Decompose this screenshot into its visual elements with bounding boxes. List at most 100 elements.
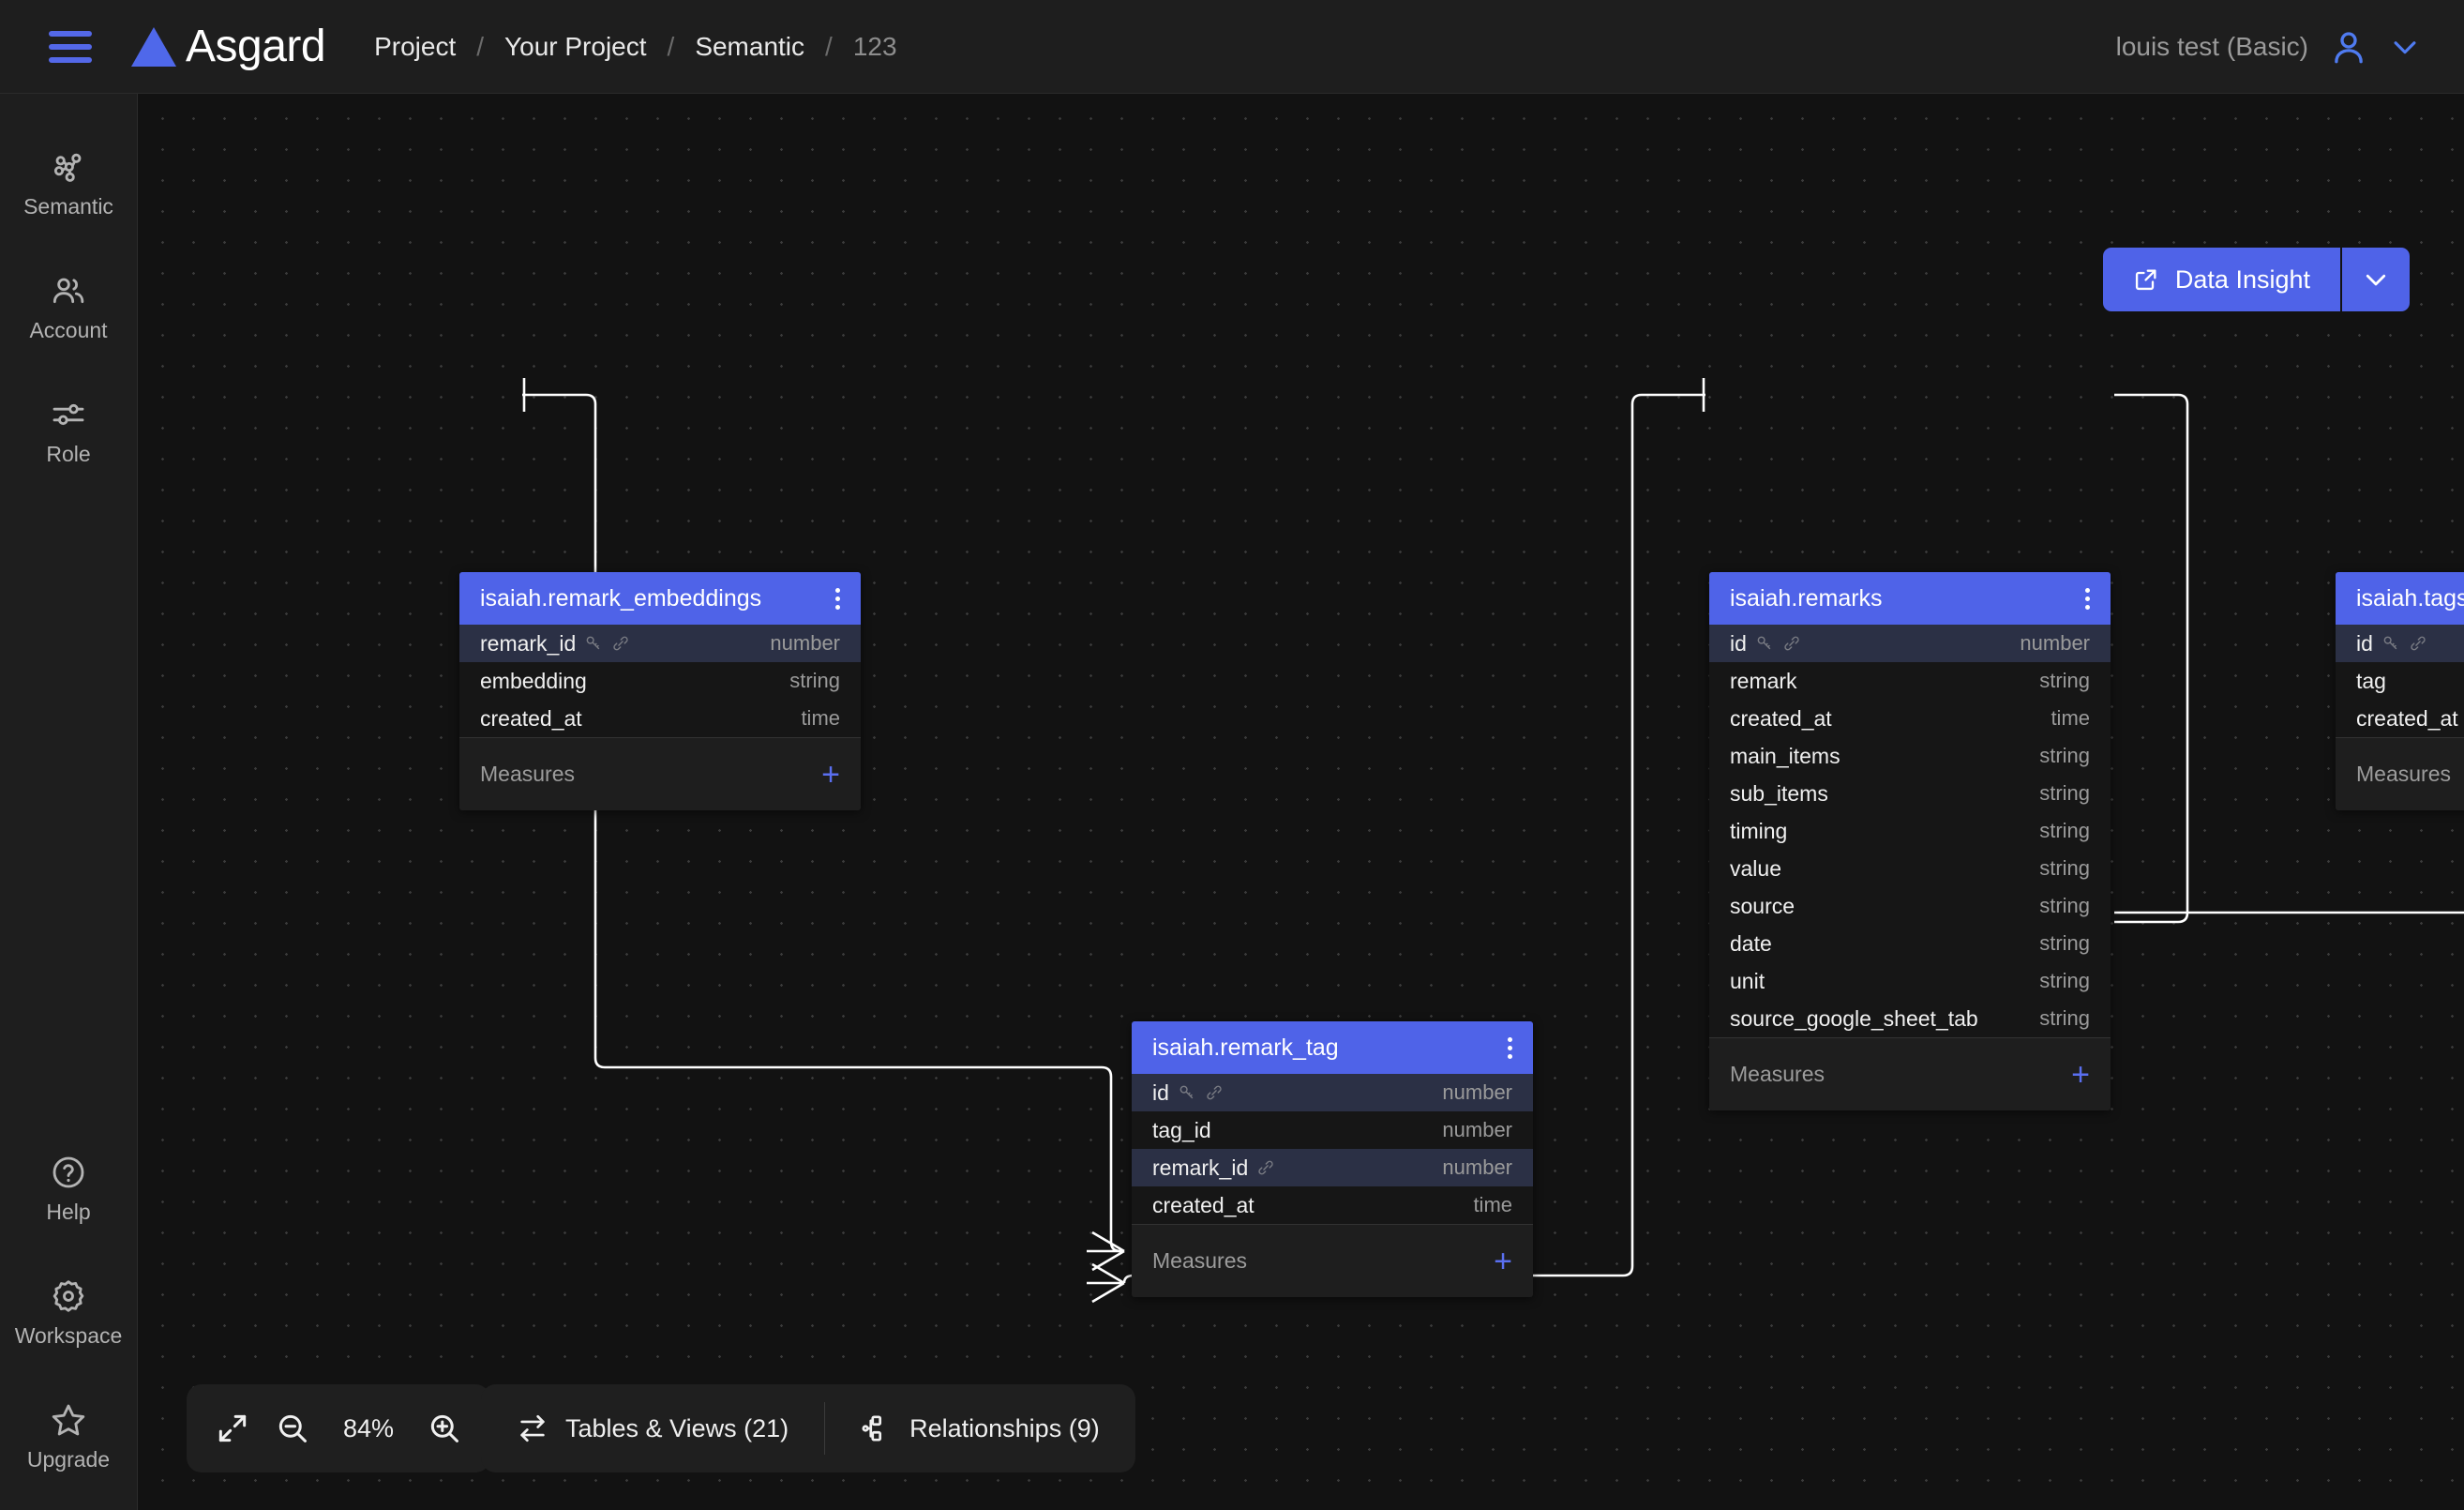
hamburger-icon[interactable] [49, 30, 92, 63]
user-menu[interactable]: louis test (Basic) [2116, 27, 2421, 67]
erd-column-row[interactable]: value string [1709, 850, 2111, 887]
erd-column-name: source_google_sheet_tab [1730, 1005, 1978, 1031]
erd-table-name: isaiah.tags [2356, 584, 2464, 612]
erd-column-row[interactable]: id number [1709, 625, 2111, 662]
erd-column-row[interactable]: source_google_sheet_tab string [1709, 1000, 2111, 1037]
erd-column-row[interactable]: remark_id number [459, 625, 861, 662]
zoom-out-icon[interactable] [275, 1411, 310, 1446]
sidebar-item-label: Help [46, 1200, 91, 1224]
star-icon [52, 1404, 85, 1436]
breadcrumb-item-your-project[interactable]: Your Project [504, 31, 647, 61]
erd-column-row[interactable]: embedding string [459, 662, 861, 700]
erd-table-header[interactable]: isaiah.remark_tag [1132, 1021, 1533, 1074]
sidebar-item-semantic[interactable]: Semantic [0, 133, 138, 229]
erd-column-name-wrap: created_at [2356, 706, 2458, 732]
erd-column-type: number [770, 631, 840, 655]
data-insight-button-group[interactable]: Data Insight [2102, 248, 2410, 311]
erd-column-type: string [2039, 894, 2090, 917]
erd-column-name: remark_id [1152, 1155, 1249, 1180]
erd-table-name: isaiah.remark_tag [1152, 1034, 1339, 1061]
tables-and-views-button[interactable]: Tables & Views (21) [481, 1384, 824, 1472]
erd-column-name: embedding [480, 668, 587, 693]
kebab-menu-icon[interactable] [2074, 587, 2090, 610]
sidebar-item-help[interactable]: Help [0, 1139, 138, 1234]
erd-column-type: string [2039, 856, 2090, 880]
fit-screen-icon[interactable] [215, 1411, 250, 1446]
erd-column-name-wrap: created_at [1152, 1193, 1255, 1218]
stats-toolbar[interactable]: Tables & Views (21) Relationships (9) [481, 1384, 1135, 1472]
app-header: Asgard Project / Your Project / Semantic… [0, 0, 2464, 94]
user-name: louis test (Basic) [2115, 31, 2308, 61]
erd-column-name: tag_id [1152, 1117, 1211, 1142]
erd-column-row[interactable]: created_at time [1132, 1186, 1533, 1224]
erd-column-name-wrap: created_at [1730, 706, 1832, 732]
kebab-menu-icon[interactable] [824, 587, 840, 610]
sidebar-item-label: Upgrade [26, 1447, 111, 1472]
data-insight-button[interactable]: Data Insight [2102, 248, 2342, 311]
key-icon [1757, 636, 1771, 650]
erd-column-type: string [2039, 1006, 2090, 1030]
plus-icon[interactable]: + [2071, 1056, 2090, 1093]
erd-column-name: date [1730, 930, 1772, 956]
plus-icon[interactable]: + [821, 756, 840, 793]
erd-table-header[interactable]: isaiah.remark_embeddings [459, 572, 861, 625]
erd-column-name: created_at [1730, 705, 1832, 731]
erd-table-header[interactable]: isaiah.remarks [1709, 572, 2111, 625]
brand-name: Asgard [186, 22, 326, 71]
erd-column-name-wrap: value [1730, 856, 1781, 882]
breadcrumb-item-semantic[interactable]: Semantic [695, 31, 805, 61]
relationships-button[interactable]: Relationships (9) [825, 1384, 1135, 1472]
erd-column-type: number [2020, 631, 2090, 655]
sidebar-item-account[interactable]: Account [0, 257, 138, 353]
erd-column-name-wrap: source_google_sheet_tab [1730, 1006, 1978, 1032]
erd-table-header[interactable]: isaiah.tags [2336, 572, 2464, 625]
erd-column-name: id [1152, 1080, 1169, 1105]
user-avatar-icon[interactable] [2329, 27, 2368, 67]
plus-icon[interactable]: + [1494, 1243, 1512, 1279]
erd-measures-label: Measures [2356, 762, 2451, 786]
zoom-toolbar[interactable]: 84% [187, 1384, 490, 1472]
erd-column-name: created_at [1152, 1192, 1255, 1217]
relationships-label: Relationships (9) [909, 1413, 1100, 1442]
erd-column-row[interactable]: tagstring [2336, 662, 2464, 700]
erd-column-name-wrap: id [2356, 631, 2427, 657]
data-insight-dropdown-button[interactable] [2342, 248, 2410, 311]
erd-column-name: value [1730, 855, 1781, 881]
erd-column-name: id [2356, 630, 2373, 656]
breadcrumb-item-project[interactable]: Project [374, 31, 457, 61]
erd-column-name: unit [1730, 968, 1765, 993]
erd-column-type: string [2039, 669, 2090, 692]
kebab-menu-icon[interactable] [1496, 1036, 1512, 1059]
erd-column-type: time [1473, 1193, 1512, 1216]
erd-column-name: created_at [2356, 705, 2458, 731]
link-icon [1784, 636, 1799, 651]
erd-table-card[interactable]: isaiah.remark_embeddings remark_id number e… [459, 572, 861, 810]
erd-table-card[interactable]: isaiah.tags idnumbertagstringcreated_atti… [2336, 572, 2464, 810]
zoom-in-icon[interactable] [427, 1411, 462, 1446]
erd-column-type: string [789, 669, 840, 692]
sidebar-item-role[interactable]: Role [0, 381, 138, 476]
erd-column-name-wrap: remark_id [480, 631, 630, 657]
erd-column-name-wrap: id [1730, 631, 1801, 657]
erd-column-name-wrap: tag [2356, 669, 2386, 694]
chevron-down-icon[interactable] [2389, 31, 2421, 63]
sidebar-item-workspace[interactable]: Workspace [0, 1262, 138, 1358]
sidebar-item-upgrade[interactable]: Upgrade [0, 1386, 138, 1482]
